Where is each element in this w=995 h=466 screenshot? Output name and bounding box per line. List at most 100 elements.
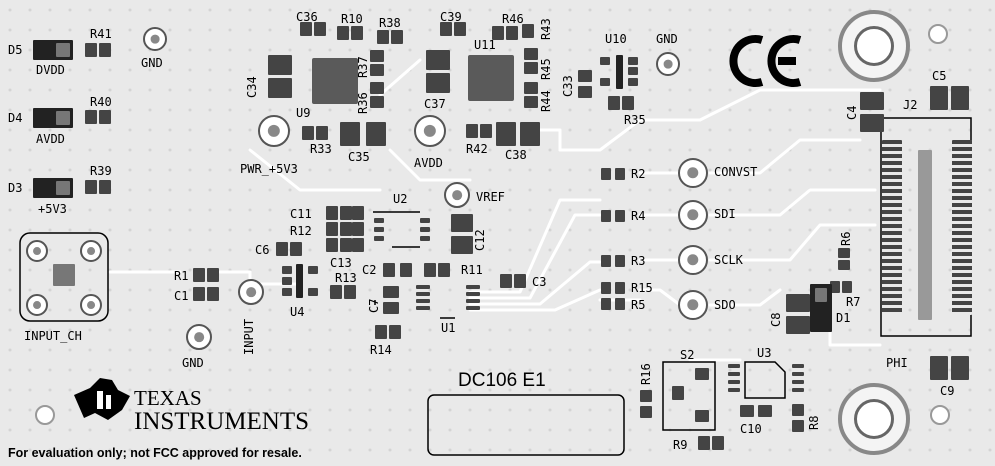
label-r5: R5 — [631, 298, 646, 312]
test-point-icon[interactable] — [258, 115, 290, 147]
label-u2: U2 — [393, 192, 408, 206]
label-c6: C6 — [255, 243, 270, 257]
label-r39: R39 — [90, 164, 112, 178]
label-sdo: SDO — [714, 298, 736, 312]
label-dvdd: DVDD — [36, 63, 65, 77]
label-r16: R16 — [639, 363, 653, 385]
label-r38: R38 — [379, 16, 401, 30]
label-c37: C37 — [424, 97, 446, 111]
mounting-hole-icon — [854, 399, 894, 439]
test-point-icon[interactable] — [414, 115, 446, 147]
label-r14: R14 — [370, 343, 392, 357]
label-c39: C39 — [440, 10, 462, 24]
label-c2: C2 — [362, 263, 377, 277]
test-point-icon[interactable] — [678, 158, 708, 188]
label-u9: U9 — [296, 106, 311, 120]
label-input: INPUT — [242, 318, 256, 355]
label-c36: C36 — [296, 10, 318, 24]
label-r7: R7 — [846, 295, 861, 309]
label-input-ch: INPUT_CH — [24, 329, 82, 343]
label-d3: D3 — [8, 181, 23, 195]
brand-instruments: INSTRUMENTS — [134, 408, 310, 435]
test-point-icon[interactable] — [678, 200, 708, 230]
label-r46: R46 — [502, 12, 524, 26]
label-r43: R43 — [539, 18, 553, 40]
label-r45: R45 — [539, 58, 553, 80]
label-c7: C7 — [367, 298, 381, 313]
label-phi: PHI — [886, 356, 908, 370]
traces — [108, 58, 882, 362]
test-point-icon[interactable] — [678, 245, 708, 275]
label-r6: R6 — [839, 231, 853, 246]
brand-texas: TEXAS — [134, 386, 202, 410]
test-point-icon[interactable] — [656, 52, 680, 76]
label-r2: R2 — [631, 167, 646, 181]
label-r15: R15 — [631, 281, 653, 295]
test-point-icon[interactable] — [186, 324, 212, 350]
label-u1: U1 — [441, 321, 456, 335]
label-r37: R37 — [356, 56, 370, 78]
label-c8: C8 — [769, 312, 783, 327]
label-r1: R1 — [174, 269, 189, 283]
label-d5: D5 — [8, 43, 23, 57]
label-gnd-bottom: GND — [182, 356, 204, 370]
test-point-icon[interactable] — [143, 27, 167, 51]
mounting-hole-icon — [928, 24, 948, 44]
label-c4: C4 — [845, 105, 859, 120]
label-pwr: PWR_+5V3 — [240, 162, 298, 176]
label-c9: C9 — [940, 384, 955, 398]
label-c12: C12 — [473, 229, 487, 251]
label-u11: U11 — [474, 38, 496, 52]
label-r42: R42 — [466, 142, 488, 156]
label-r9: R9 — [673, 438, 688, 452]
label-sdi: SDI — [714, 207, 736, 221]
label-r41: R41 — [90, 27, 112, 41]
label-gnd-u10: GND — [656, 32, 678, 46]
label-sclk: SCLK — [714, 253, 743, 267]
label-c5: C5 — [932, 69, 947, 83]
label-gnd-top: GND — [141, 56, 163, 70]
label-r3: R3 — [631, 254, 646, 268]
label-r13: R13 — [335, 271, 357, 285]
label-s2: S2 — [680, 348, 695, 362]
test-point-icon[interactable] — [444, 182, 470, 208]
label-r8: R8 — [807, 415, 821, 430]
label-c33: C33 — [561, 75, 575, 97]
label-r12: R12 — [290, 224, 312, 238]
label-j2: J2 — [903, 98, 918, 112]
label-u4: U4 — [290, 305, 305, 319]
label-convst: CONVST — [714, 165, 758, 179]
label-c38: C38 — [505, 148, 527, 162]
label-u10: U10 — [605, 32, 627, 46]
label-r35: R35 — [624, 113, 646, 127]
mounting-hole-icon — [930, 405, 950, 425]
label-vref: VREF — [476, 190, 505, 204]
test-point-icon[interactable] — [238, 279, 264, 305]
label-d4: D4 — [8, 111, 23, 125]
label-c3: C3 — [532, 275, 547, 289]
label-c11: C11 — [290, 207, 312, 221]
label-p5v3: +5V3 — [38, 202, 67, 216]
label-u3: U3 — [757, 346, 772, 360]
label-r11: R11 — [461, 263, 483, 277]
label-r33: R33 — [310, 142, 332, 156]
label-avdd-led: AVDD — [36, 132, 65, 146]
label-r10: R10 — [341, 12, 363, 26]
label-avdd-tp: AVDD — [414, 156, 443, 170]
mounting-hole-icon — [35, 405, 55, 425]
label-c10: C10 — [740, 422, 762, 436]
disclaimer-text: For evaluation only; not FCC approved fo… — [8, 446, 302, 460]
label-r44: R44 — [539, 90, 553, 112]
test-point-icon[interactable] — [678, 290, 708, 320]
mounting-hole-icon — [854, 26, 894, 66]
label-c13: C13 — [330, 256, 352, 270]
label-c35: C35 — [348, 150, 370, 164]
label-r36: R36 — [356, 92, 370, 114]
board-name: DC106 E1 — [458, 370, 546, 391]
label-d1: D1 — [836, 311, 851, 325]
label-r4: R4 — [631, 209, 646, 223]
label-c34: C34 — [245, 76, 259, 98]
